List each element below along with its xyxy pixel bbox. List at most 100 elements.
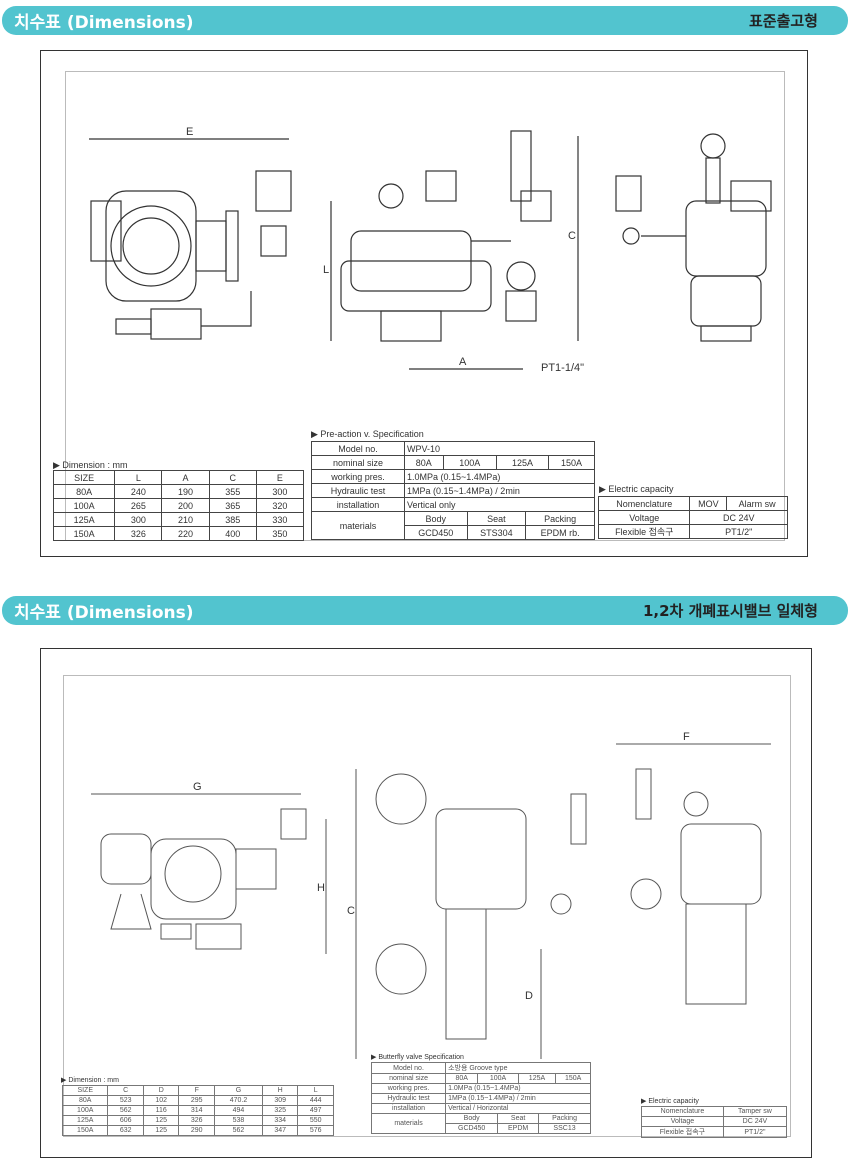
- table-cell: 125A: [61, 1115, 109, 1126]
- table-cell: 소방용 Groove type: [445, 1062, 591, 1074]
- table-cell: 309: [261, 1095, 299, 1106]
- table-cell: D: [142, 1085, 180, 1096]
- table-cell: MOV: [689, 496, 728, 511]
- table-cell: Seat: [466, 511, 527, 526]
- table-cell: 355: [208, 484, 257, 499]
- table-cell: 210: [161, 512, 210, 527]
- table-cell: Packing: [525, 511, 595, 526]
- table-cell: 240: [114, 484, 163, 499]
- table-cell: materials: [370, 1113, 447, 1134]
- table-cell: 550: [297, 1115, 334, 1126]
- table-cell: EPDM rb.: [525, 525, 595, 540]
- table-cell: materials: [310, 511, 406, 540]
- table-cell: 325: [261, 1105, 299, 1116]
- table-cell: Packing: [538, 1113, 591, 1124]
- table-cell: 330: [255, 512, 305, 527]
- table-cell: 125A: [495, 455, 550, 470]
- drawing-border: [63, 675, 791, 1137]
- spec-caption: ▶ Pre-action v. Specification: [311, 429, 424, 439]
- table-cell: 150A: [555, 1073, 591, 1084]
- table-cell: 125A: [52, 512, 116, 527]
- table-cell: L: [297, 1085, 334, 1096]
- table-cell: Voltage: [641, 1116, 724, 1127]
- table-cell: Body: [445, 1113, 499, 1124]
- table-cell: F: [178, 1085, 215, 1096]
- table-cell: 80A: [52, 484, 116, 499]
- table-cell: Body: [404, 511, 468, 526]
- dimension-caption: ▶ Dimension : mm: [61, 1077, 119, 1084]
- table-cell: WPV-10: [404, 441, 595, 456]
- table-cell: installation: [370, 1103, 447, 1114]
- table-cell: nominal size: [370, 1073, 447, 1084]
- table-cell: SIZE: [52, 470, 116, 485]
- table-cell: PT1/2": [722, 1126, 788, 1138]
- valve-drawing: E L A C PT1-1/4": [89, 126, 772, 374]
- table-cell: 100A: [477, 1073, 519, 1084]
- dim-label-h: H: [317, 882, 325, 894]
- table-cell: 300: [114, 512, 163, 527]
- table-cell: G: [214, 1085, 263, 1096]
- section-title: 치수표 (Dimensions): [14, 603, 194, 623]
- table-cell: 116: [142, 1105, 180, 1116]
- table-cell: 150A: [61, 1125, 109, 1136]
- table-cell: 385: [208, 512, 257, 527]
- table-cell: 606: [107, 1115, 144, 1126]
- table-cell: 523: [107, 1095, 144, 1106]
- table-cell: 1MPa (0.15~1.4MPa) / 2min: [445, 1093, 591, 1104]
- table-cell: installation: [310, 497, 406, 512]
- table-cell: 314: [178, 1105, 215, 1116]
- dim-label-pt: PT1-1/4": [541, 362, 584, 374]
- dim-label-l: L: [323, 264, 329, 276]
- table-cell: Alarm sw: [726, 496, 788, 511]
- dim-label-d: D: [525, 990, 533, 1002]
- table-cell: 494: [214, 1105, 263, 1116]
- dim-label-c: C: [347, 905, 355, 917]
- table-cell: Flexible 접속구: [641, 1126, 724, 1138]
- table-cell: Model no.: [310, 441, 406, 456]
- table-cell: SIZE: [61, 1085, 109, 1096]
- table-cell: A: [161, 470, 210, 485]
- table-cell: 365: [208, 498, 257, 513]
- table-cell: 100A: [52, 498, 116, 513]
- table-cell: 1.0MPa (0.15~1.4MPa): [404, 469, 595, 484]
- table-cell: 125: [142, 1115, 180, 1126]
- drawing-border: [65, 71, 785, 541]
- dim-label-e: E: [186, 126, 193, 138]
- table-cell: 350: [255, 526, 305, 541]
- spec-caption: ▶ Butterfly valve Specification: [371, 1054, 464, 1061]
- table-cell: C: [208, 470, 257, 485]
- table-cell: 347: [261, 1125, 299, 1136]
- table-cell: H: [261, 1085, 299, 1096]
- table-row: working pres.1.0MPa (0.15~1.4MPa): [310, 469, 595, 484]
- table-cell: Vertical / Horizontal: [445, 1103, 591, 1114]
- table-cell: 150A: [52, 526, 116, 541]
- table-cell: 102: [142, 1095, 180, 1106]
- electric-caption: ▶ Electric capacity: [599, 484, 674, 494]
- table-cell: 80A: [404, 455, 444, 470]
- table-cell: L: [114, 470, 163, 485]
- dim-label-a: A: [459, 356, 467, 368]
- table-cell: 190: [161, 484, 210, 499]
- table-cell: DC 24V: [722, 1116, 788, 1127]
- dim-label-g: G: [193, 781, 202, 793]
- table-cell: 632: [107, 1125, 144, 1136]
- table-cell: Nomenclature: [597, 496, 691, 511]
